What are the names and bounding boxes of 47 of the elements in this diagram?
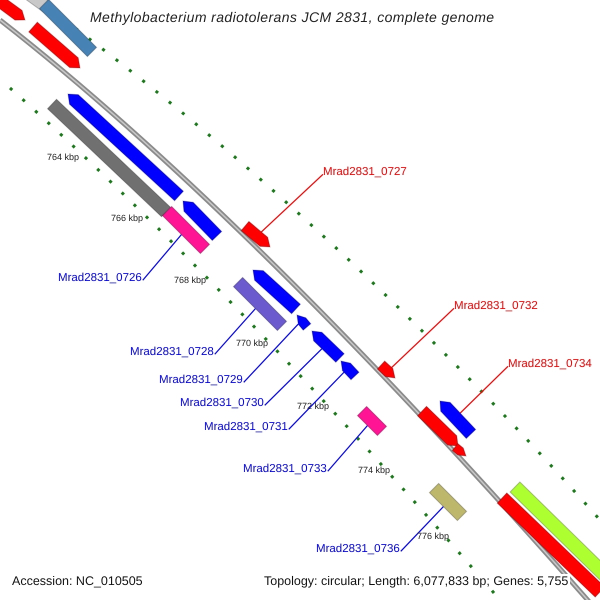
scale-label: 768 kbp bbox=[174, 275, 206, 286]
scale-label: 774 kbp bbox=[358, 465, 390, 476]
leader-line bbox=[264, 348, 322, 406]
leader-line bbox=[214, 308, 256, 355]
gene-label: Mrad2831_0730 bbox=[180, 397, 264, 411]
footer-text: Topology: circular; Length: 6,077,833 bp; Genes: 5,755 bbox=[262, 574, 570, 589]
gene-bar bbox=[311, 330, 345, 363]
leader-line bbox=[243, 324, 299, 383]
title: Methylobacterium radiotolerans JCM 2831, complete genome bbox=[90, 9, 494, 26]
gene-bar bbox=[416, 406, 459, 447]
scale-label: 764 kbp bbox=[47, 152, 80, 163]
leader-line bbox=[142, 234, 182, 281]
scale-label: 772 kbp bbox=[297, 401, 330, 412]
gene-bar bbox=[182, 200, 222, 242]
gene-bar bbox=[340, 360, 360, 380]
scale-label: 766 kbp bbox=[111, 213, 144, 224]
gene-bar bbox=[28, 21, 81, 69]
gene-bar bbox=[232, 276, 288, 332]
gene-label: Mrad2831_0732 bbox=[454, 300, 538, 314]
leader-line bbox=[288, 372, 344, 430]
gene-bar bbox=[439, 400, 476, 440]
gene-bar bbox=[252, 269, 302, 314]
leader-line bbox=[391, 308, 454, 368]
scale-label: 776 kbp bbox=[417, 531, 450, 542]
gene-bar bbox=[452, 442, 467, 457]
gene-bar bbox=[0, 0, 26, 21]
gene-label: Mrad2831_0727 bbox=[323, 166, 407, 180]
leader-line bbox=[460, 366, 508, 414]
scale-label: 770 kbp bbox=[236, 338, 268, 349]
gene-label: Mrad2831_0733 bbox=[243, 463, 327, 477]
gene-bar bbox=[376, 360, 396, 379]
gene-bar bbox=[240, 220, 271, 248]
gene-label: Mrad2831_0731 bbox=[204, 421, 288, 435]
gene-label: Mrad2831_0728 bbox=[130, 346, 214, 360]
gene-bar bbox=[67, 93, 184, 202]
gene-label: Mrad2831_0729 bbox=[159, 374, 243, 388]
gene-label: Mrad2831_0736 bbox=[316, 543, 400, 557]
gene-label: Mrad2831_0734 bbox=[508, 358, 592, 372]
leader-line bbox=[260, 174, 324, 232]
gene-bar bbox=[356, 406, 388, 436]
gene-bar bbox=[296, 314, 312, 331]
gene-bar bbox=[428, 482, 468, 522]
leader-line bbox=[327, 425, 368, 472]
gene-bar bbox=[162, 206, 210, 254]
gene-label: Mrad2831_0726 bbox=[58, 272, 142, 286]
footer-text: Accession: NC_010505 bbox=[10, 574, 145, 589]
leader-line bbox=[400, 506, 444, 552]
